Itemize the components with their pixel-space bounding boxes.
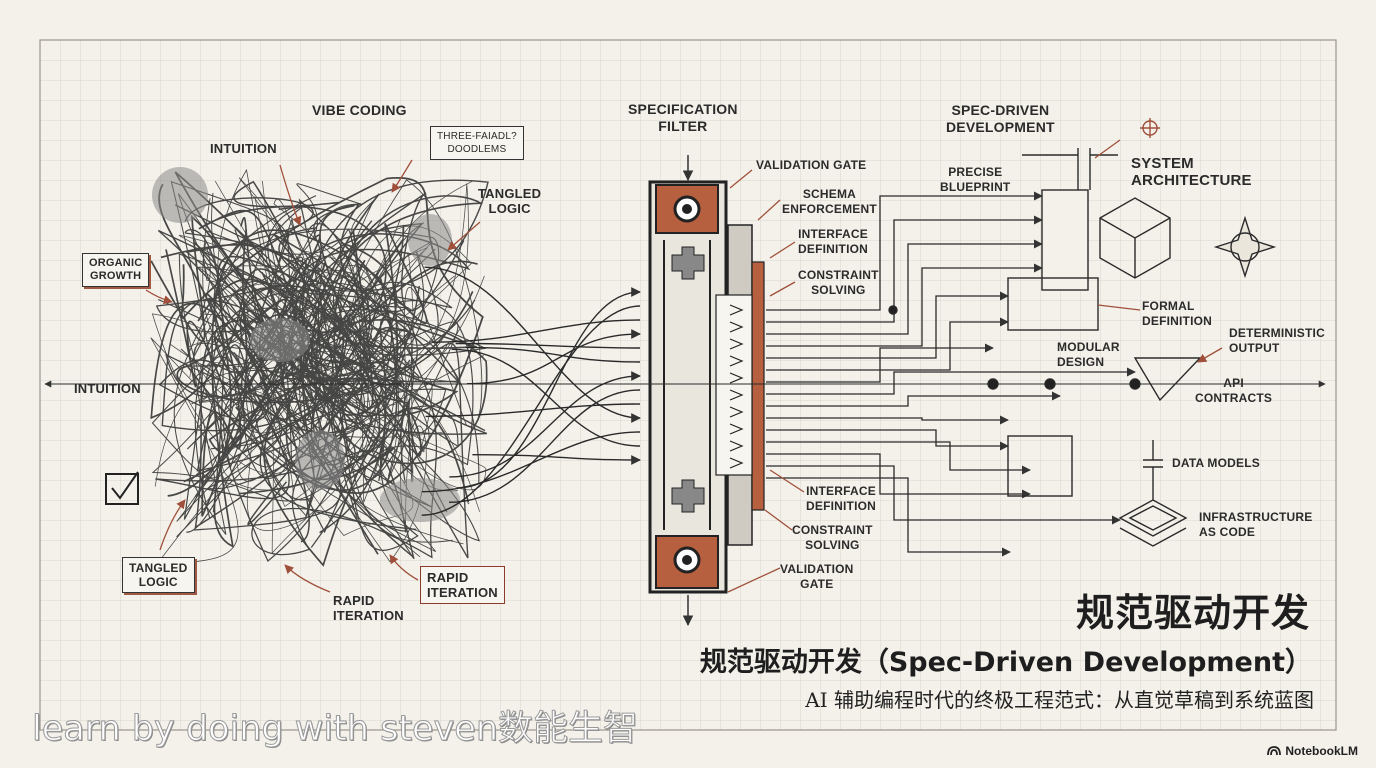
system-architecture-label: SYSTEM ARCHITECTURE <box>1131 155 1252 189</box>
scribble-stroke <box>194 319 432 529</box>
scribble-stroke <box>183 223 428 483</box>
schema-enforcement-label: SCHEMA ENFORCEMENT <box>782 187 877 216</box>
outflow-stroke <box>766 477 1011 557</box>
scribble-stroke <box>273 203 382 458</box>
api-contracts-label: API CONTRACTS <box>1195 376 1273 405</box>
branding-label: NotebookLM <box>1285 744 1358 758</box>
spec-driven-heading: SPEC-DRIVEN DEVELOPMENT <box>946 102 1055 135</box>
tagline: AI 辅助编程时代的终极工程范式：从直觉草稿到系统蓝图 <box>805 688 1314 712</box>
outflow-stroke <box>766 317 1009 371</box>
filter-chevron <box>729 372 744 384</box>
validation-gate-bottom-label: VALIDATION GATE <box>780 562 854 591</box>
outflow-stroke <box>766 391 1061 407</box>
filter-chevron <box>729 406 744 418</box>
scribble-stroke <box>199 198 421 558</box>
scribble-stroke <box>208 247 487 512</box>
infrastructure-as-code-label: INFRASTRUCTURE AS CODE <box>1199 510 1313 539</box>
scribble-stroke <box>173 244 436 535</box>
filter-chevron <box>729 423 744 435</box>
blueprint-structures <box>44 118 1326 547</box>
scribble-stroke <box>203 217 439 365</box>
inflow-arrows <box>421 266 641 516</box>
constraint-solving-bottom-label: CONSTRAINT SOLVING <box>792 523 873 552</box>
outflow-lines <box>766 191 1136 557</box>
outflow-stroke <box>766 453 1031 499</box>
inflow-stroke <box>421 431 641 493</box>
outflow-stroke <box>766 415 1009 425</box>
outflow-stroke <box>766 441 1031 475</box>
filter-chevron <box>729 338 744 350</box>
interface-definition-bottom-label: INTERFACE DEFINITION <box>806 484 876 513</box>
outflow-stroke <box>766 263 1043 347</box>
inflow-stroke <box>472 454 641 465</box>
outflow-stroke <box>766 343 994 383</box>
leader-lines <box>145 139 1223 593</box>
filter-chevron <box>729 321 744 333</box>
constraint-solving-top-label: CONSTRAINT SOLVING <box>798 268 879 297</box>
inflow-stroke <box>448 389 641 503</box>
filter-chevron <box>729 389 744 401</box>
rapid-iteration-right-box: RAPID ITERATION <box>420 566 505 604</box>
watermark-text: learn by doing with steven数能生智 <box>31 709 639 750</box>
deterministic-output-label: DETERMINISTIC OUTPUT <box>1229 326 1325 355</box>
checkmark-box-icon <box>105 471 139 505</box>
inflow-stroke <box>465 346 641 363</box>
inflow-stroke <box>449 371 641 478</box>
scribble-stroke <box>188 177 371 554</box>
inflow-stroke <box>424 266 641 423</box>
specification-filter-heading: SPECIFICATION FILTER <box>628 101 738 134</box>
vibe-coding-heading: VIBE CODING <box>312 102 407 118</box>
inflow-stroke <box>451 348 641 447</box>
inflow-stroke <box>425 403 641 418</box>
scribble-stroke <box>174 204 469 559</box>
intuition-left-label: INTUITION <box>74 381 141 396</box>
outflow-stroke <box>766 215 1043 323</box>
inflow-stroke <box>457 287 641 489</box>
data-models-label: DATA MODELS <box>1172 456 1260 470</box>
subtitle-bilingual: 规范驱动开发（Spec-Driven Development） <box>699 647 1312 678</box>
notebooklm-branding: NotebookLM <box>1267 744 1358 758</box>
shaded-blobs <box>152 167 460 522</box>
inflow-stroke <box>466 329 641 385</box>
outflow-stroke <box>766 367 1136 395</box>
main-title: 规范驱动开发 <box>1075 591 1310 635</box>
scribble-stroke <box>188 222 425 479</box>
scribble-stroke <box>194 307 448 519</box>
filter-chevron <box>729 457 744 469</box>
filter-chevron <box>729 304 744 316</box>
precise-blueprint-label: PRECISE BLUEPRINT <box>940 165 1011 194</box>
outflow-stroke <box>766 191 1043 311</box>
specification-filter-device <box>648 155 765 627</box>
interface-definition-top-label: INTERFACE DEFINITION <box>798 227 868 256</box>
outflow-stroke <box>766 239 1043 335</box>
organic-growth-box: ORGANIC GROWTH <box>82 253 150 287</box>
outflow-stroke <box>766 429 1009 451</box>
scribble-stroke <box>278 179 489 490</box>
doodle-note: THREE-FAIADL? DOODLEMS <box>430 126 524 160</box>
outflow-stroke <box>766 465 1121 525</box>
rapid-iteration-left-label: RAPID ITERATION <box>333 593 404 623</box>
modular-design-label: MODULAR DESIGN <box>1057 340 1120 369</box>
validation-gate-top-label: VALIDATION GATE <box>756 158 867 172</box>
tangled-logic-bottom-box: TANGLED LOGIC <box>122 557 195 593</box>
inflow-stroke <box>455 342 641 349</box>
scribble-stroke <box>186 261 474 520</box>
notebooklm-logo-icon <box>1267 746 1282 756</box>
scribble-stroke <box>165 305 410 482</box>
intuition-top-label: INTUITION <box>210 141 277 156</box>
tangled-logic-top-label: TANGLED LOGIC <box>478 186 542 216</box>
scribble-stroke <box>150 196 367 565</box>
filter-chevron <box>729 355 744 367</box>
formal-definition-label: FORMAL DEFINITION <box>1142 299 1212 328</box>
scribble-stroke <box>191 310 461 553</box>
outflow-stroke <box>766 291 1009 359</box>
inflow-stroke <box>432 319 641 343</box>
scribble-stroke <box>183 229 414 534</box>
filter-chevron <box>729 440 744 452</box>
